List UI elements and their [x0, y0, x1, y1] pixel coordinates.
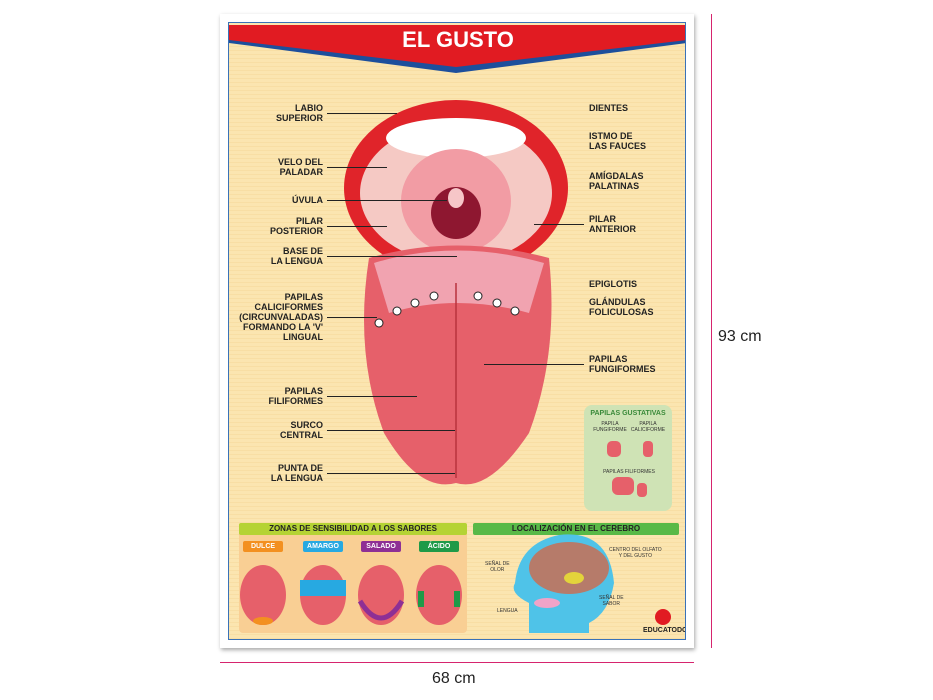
tag-salado: SALADO [361, 541, 401, 552]
papila-caliciforme-label: PAPILA CALICIFORME [630, 421, 666, 433]
diagram-art [229, 25, 685, 633]
tongue-base [374, 250, 544, 313]
centro-olfato-label: CENTRO DEL OLFATO Y DEL GUSTO [609, 547, 662, 559]
title-banner [229, 25, 685, 67]
height-label: 93 cm [718, 328, 762, 345]
senal-olor-label: SEÑAL DE OLOR [485, 561, 510, 573]
papilas-box [584, 405, 672, 511]
zonas-panel [239, 523, 467, 633]
label-epiglotis: EPIGLOTIS [589, 279, 638, 289]
poster-inner: EL GUSTO LABIO SUPERIOR VELO DEL PALADAR… [228, 22, 686, 640]
tongue-small [534, 598, 560, 608]
papilas-filiformes-label: PAPILAS FILIFORMES [603, 469, 655, 475]
brand-logo-text: EDUCATODO [643, 627, 686, 634]
label-glandulas: GLÁNDULAS FOLICULOSAS [589, 297, 654, 317]
papilas-box-title: PAPILAS GUSTATIVAS [590, 410, 666, 417]
label-pilar-anterior: PILAR ANTERIOR [589, 214, 636, 234]
tag-acido: ÁCIDO [419, 541, 459, 552]
label-istmo-fauces: ISTMO DE LAS FAUCES [589, 131, 647, 151]
height-dimension-line [711, 14, 712, 648]
label-pilar-posterior: PILAR POSTERIOR [269, 216, 323, 236]
teeth [386, 118, 526, 158]
tag-amargo: AMARGO [303, 541, 343, 552]
label-papilas-caliciformes: PAPILAS CALICIFORMES (CIRCUNVALADAS) FOR… [239, 292, 323, 342]
cerebro-title: LOCALIZACIÓN EN EL CEREBRO [511, 524, 641, 533]
page-title: EL GUSTO [402, 27, 514, 52]
label-papilas-fungiformes: PAPILAS FUNGIFORMES [589, 354, 656, 374]
circumvallate-papillae [374, 291, 520, 328]
label-amigdalas: AMÍGDALAS PALATINAS [589, 171, 644, 191]
brain [529, 542, 609, 594]
width-dimension-line [220, 662, 694, 663]
label-labio-superior: LABIO SUPERIOR [275, 103, 323, 123]
width-label: 68 cm [432, 670, 476, 687]
senal-sabor-label: SEÑAL DE SABOR [599, 595, 624, 607]
poster: EL GUSTO LABIO SUPERIOR VELO DEL PALADAR… [220, 14, 694, 648]
zonas-title: ZONAS DE SENSIBILIDAD A LOS SABORES [269, 524, 437, 533]
label-uvula: ÚVULA [292, 195, 323, 205]
taste-center [564, 572, 584, 584]
uvula [448, 188, 464, 208]
tag-dulce: DULCE [243, 541, 283, 552]
label-papilas-filiformes: PAPILAS FILIFORMES [268, 386, 324, 406]
mini-tongues [240, 565, 462, 625]
papila-fungiforme-label: PAPILA FUNGIFORME [593, 421, 627, 433]
label-surco-central: SURCO CENTRAL [280, 420, 323, 440]
lengua-label: LENGUA [497, 608, 518, 614]
label-velo-paladar: VELO DEL PALADAR [277, 157, 323, 177]
educatodo-logo [655, 609, 671, 625]
label-base-lengua: BASE DE LA LENGUA [270, 246, 323, 266]
label-dientes: DIENTES [589, 103, 629, 113]
label-punta-lengua: PUNTA DE LA LENGUA [270, 463, 323, 483]
